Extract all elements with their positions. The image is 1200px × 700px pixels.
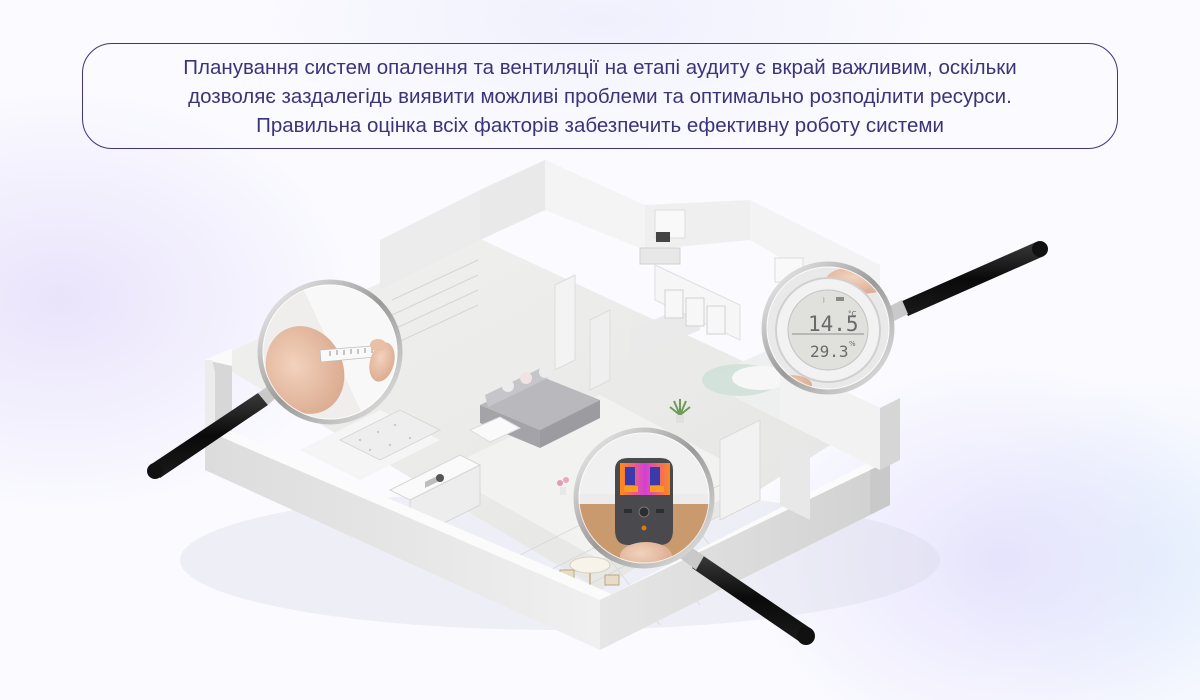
magnifier-rim	[761, 261, 895, 395]
caption-line-2: дозволяє заздалегідь виявити можливі про…	[188, 84, 1012, 108]
caption-box: Планування систем опалення та вентиляції…	[82, 43, 1118, 149]
humidity-unit: %	[849, 340, 856, 348]
sofa	[480, 366, 600, 448]
magnifier-rim	[257, 279, 403, 425]
lens-content-thermal-camera	[576, 430, 712, 566]
lens-content-hygrometer: 14.5 °C 29.3 % ᛒ	[764, 264, 892, 392]
apartment-outer-walls	[205, 348, 900, 650]
magnifier-thermo-hygrometer: 14.5 °C 29.3 % ᛒ	[761, 241, 1048, 395]
bathroom	[300, 409, 442, 480]
bluetooth-icon: ᛒ	[822, 297, 826, 304]
interior-partitions	[554, 264, 741, 391]
humidity-value: 29.3	[810, 342, 849, 361]
magnifier-thermal-camera	[573, 427, 815, 645]
lens-content-tape-measure	[260, 282, 400, 422]
magnifier-tape-measure	[147, 279, 403, 479]
caption-line-1: Планування систем опалення та вентиляції…	[183, 55, 1017, 79]
coffee-table	[468, 416, 522, 443]
temperature-value: 14.5	[808, 312, 859, 336]
magnifier-rim	[573, 427, 715, 569]
battery-icon	[836, 297, 844, 301]
camera-dpad	[638, 506, 650, 518]
caption-line-3: Правильна оцінка всіх факторів забезпечи…	[256, 113, 944, 137]
temperature-unit: °C	[848, 310, 857, 318]
magnifier-handle	[886, 241, 1048, 322]
